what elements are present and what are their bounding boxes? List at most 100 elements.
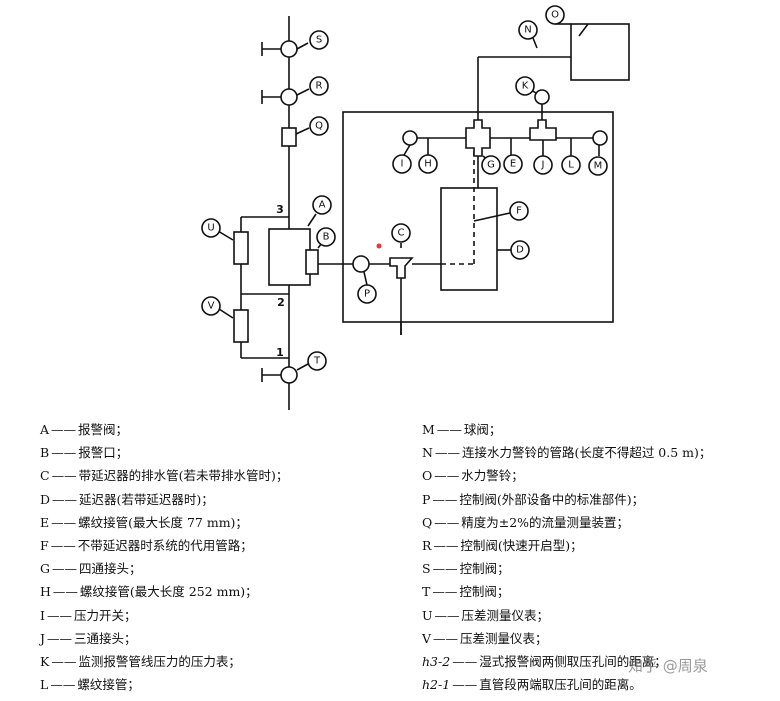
label-o: O xyxy=(551,10,559,21)
legend-description: 螺纹接管(最大长度 77 mm)； xyxy=(78,514,248,530)
legend-separator: —— xyxy=(51,422,77,437)
legend-separator: —— xyxy=(432,561,458,577)
legend-separator: —— xyxy=(52,491,78,507)
retard-chamber-d xyxy=(440,150,530,291)
label-h: H xyxy=(424,159,432,170)
legend-item: T——控制阀； xyxy=(422,580,780,603)
differential-gauge-u xyxy=(201,216,289,294)
legend-description: 精度为±2%的流量测量装置； xyxy=(461,514,630,530)
label-r: R xyxy=(316,81,323,92)
label-l: L xyxy=(568,160,574,171)
legend-description: 控制阀(快速开启型)； xyxy=(460,538,583,554)
legend-item: I——压力开关； xyxy=(40,604,420,627)
legend-key: R xyxy=(422,538,432,554)
legend-item: M——球阀； xyxy=(422,418,780,441)
label-v: V xyxy=(208,301,215,312)
legend-description: 压差测量仪表； xyxy=(460,630,548,646)
legend-key: h3-2 xyxy=(422,654,451,670)
label-n: N xyxy=(524,25,531,36)
legend-key: I xyxy=(40,607,45,623)
legend-description: 连接水力警铃的管路(长度不得超过 0.5 m)； xyxy=(461,445,712,461)
test-setup-diagram: S R Q U V A B T P C F D I H G E J L M K … xyxy=(201,5,630,410)
pressure-switch-i xyxy=(392,130,418,174)
legend-key: D xyxy=(40,491,51,507)
legend-item: U——压差测量仪表； xyxy=(422,604,780,627)
label-i: I xyxy=(401,159,404,170)
legend-key: V xyxy=(422,630,432,646)
legend-item: h3-2——湿式报警阀两侧取压孔间的距离； xyxy=(422,650,780,673)
legend-item: S——控制阀； xyxy=(422,557,780,580)
legend-separator: —— xyxy=(452,654,478,670)
tap-point-3: 3 xyxy=(276,203,284,216)
label-j: J xyxy=(541,160,545,171)
legend-item: V——压差测量仪表； xyxy=(422,627,780,650)
legend-description: 湿式报警阀两侧取压孔间的距离； xyxy=(479,654,667,670)
legend-key: B xyxy=(40,445,50,461)
label-u: U xyxy=(207,223,214,234)
legend-description: 压差测量仪表； xyxy=(461,607,550,623)
differential-gauge-v xyxy=(201,293,289,359)
label-q: Q xyxy=(315,121,323,132)
legend-key: h2-1 xyxy=(422,677,451,693)
legend-description: 报警口； xyxy=(78,445,129,461)
red-marker-dot xyxy=(376,243,382,249)
legend-separator: —— xyxy=(51,514,77,530)
legend-key: T xyxy=(422,584,431,600)
legend-description: 压力开关； xyxy=(73,607,137,623)
legend-description: 直管段两端取压孔间的距离。 xyxy=(479,677,642,693)
legend-separator: —— xyxy=(51,445,77,461)
legend-key: G xyxy=(40,561,50,577)
legend-key: P xyxy=(422,491,431,507)
legend-separator: —— xyxy=(434,514,460,530)
tee-fitting-j xyxy=(515,76,557,175)
legend-right-column: M——球阀；N——连接水力警铃的管路(长度不得超过 0.5 m)；O——水力警铃… xyxy=(422,418,780,696)
legend-description: 球阀； xyxy=(463,422,502,437)
label-p: P xyxy=(364,289,370,300)
legend-item: F——不带延迟器时系统的代用管路； xyxy=(40,534,420,557)
legend-key: M xyxy=(422,422,435,437)
legend-key: N xyxy=(422,445,433,461)
legend-key: J xyxy=(40,630,46,646)
legend-separator: —— xyxy=(432,491,458,507)
legend-separator: —— xyxy=(52,561,77,577)
legend-item: E——螺纹接管(最大长度 77 mm)； xyxy=(40,511,420,534)
legend-description: 延迟器(若带延迟器时)； xyxy=(79,491,214,507)
label-s: S xyxy=(316,35,322,46)
legend-item: K——监测报警管线压力的压力表； xyxy=(40,650,420,673)
legend-separator: —— xyxy=(436,422,462,437)
legend-key: L xyxy=(40,677,49,693)
legend-key: Q xyxy=(422,514,433,530)
legend-separator: —— xyxy=(47,630,73,646)
legend-separator: —— xyxy=(434,607,460,623)
legend-item: B——报警口； xyxy=(40,441,420,464)
drain-tee-c xyxy=(389,223,414,335)
valve-r xyxy=(261,76,329,106)
legend-description: 水力警铃； xyxy=(461,468,524,484)
legend-item: D——延迟器(若带延迟器时)； xyxy=(40,488,420,511)
legend-key: U xyxy=(422,607,433,623)
legend-description: 三通接头； xyxy=(74,630,137,646)
water-motor-alarm-o xyxy=(545,5,630,81)
legend-key: E xyxy=(40,514,50,530)
legend-key: S xyxy=(422,561,431,577)
label-k: K xyxy=(522,81,529,92)
legend-separator: —— xyxy=(452,677,478,693)
legend-item: H——螺纹接管(最大长度 252 mm)； xyxy=(40,580,420,603)
legend-item: C——带延迟器的排水管(若未带排水管时)； xyxy=(40,464,420,487)
label-c: C xyxy=(398,228,405,239)
legend-description: 螺纹接管(最大长度 252 mm)； xyxy=(79,584,258,600)
legend-item: G——四通接头； xyxy=(40,557,420,580)
watermark: 知乎 @周泉 xyxy=(628,657,708,675)
legend-separator: —— xyxy=(433,630,459,646)
legend-item: h2-1——直管段两端取压孔间的距离。 xyxy=(422,673,780,696)
tap-point-1: 1 xyxy=(276,346,284,359)
legend-separator: —— xyxy=(50,538,76,554)
tap-point-2: 2 xyxy=(277,296,285,309)
legend-key: A xyxy=(40,422,50,437)
legend-item: N——连接水力警铃的管路(长度不得超过 0.5 m)； xyxy=(422,441,780,464)
legend-item: Q——精度为±2%的流量测量装置； xyxy=(422,511,780,534)
legend-description: 控制阀； xyxy=(459,561,510,577)
ball-valve-m xyxy=(588,130,608,176)
legend-separator: —— xyxy=(51,654,77,670)
legend-description: 螺纹接管； xyxy=(77,677,140,693)
